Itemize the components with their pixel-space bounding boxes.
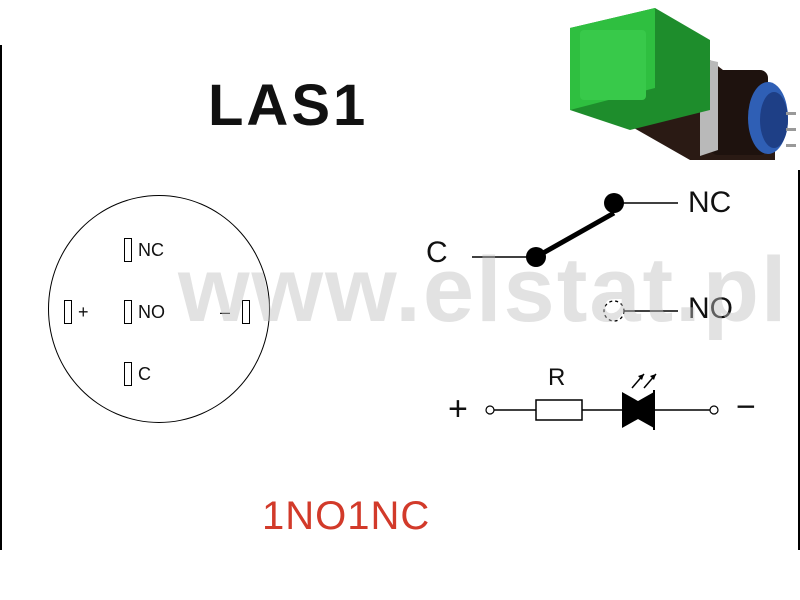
pin-nc-label: NC — [138, 239, 164, 260]
pin-nc: NC — [124, 238, 164, 262]
switch-led-schematic — [472, 193, 719, 430]
switch-lever — [534, 210, 616, 260]
pin-minus-label: – — [220, 301, 231, 322]
pin-pad-icon — [64, 300, 72, 324]
switch-no-label: NO — [688, 292, 733, 325]
pin-no: NO — [124, 300, 165, 324]
pin-pad-icon — [124, 362, 132, 386]
minus-terminal — [709, 405, 719, 415]
pin-pad-icon — [124, 300, 132, 324]
pin-no-label: NO — [138, 301, 165, 322]
right-border-line — [798, 170, 800, 550]
socket-outline — [48, 195, 270, 423]
led-plus-label: + — [448, 390, 468, 428]
pin-pad-icon — [242, 300, 251, 324]
nc-contact-dot — [604, 193, 624, 213]
no-contact-dot — [603, 300, 625, 322]
resistor-symbol — [535, 399, 583, 421]
pin-c-label: C — [138, 363, 151, 384]
plus-terminal — [485, 405, 495, 415]
c-contact-dot — [526, 247, 546, 267]
model-title: LAS1 — [208, 73, 369, 138]
pin-c: C — [124, 362, 151, 386]
pin-minus: – — [220, 300, 251, 324]
left-border-line — [0, 45, 2, 550]
resistor-label: R — [548, 364, 566, 391]
switch-c-label: C — [426, 236, 448, 269]
product-photo — [570, 8, 796, 160]
pin-plus: + — [64, 300, 89, 324]
watermark: www.elstat.pl — [178, 239, 789, 341]
pin-pad-icon — [124, 238, 132, 262]
pin-plus-label: + — [78, 301, 89, 322]
led-minus-label: − — [736, 388, 756, 426]
switch-nc-label: NC — [688, 186, 732, 219]
contact-configuration: 1NO1NC — [262, 494, 431, 538]
